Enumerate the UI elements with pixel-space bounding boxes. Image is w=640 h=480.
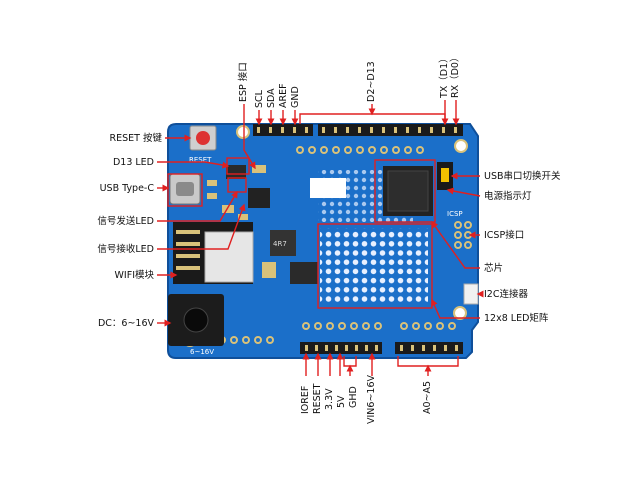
label-ioref: IOREF (300, 385, 311, 414)
bracket-d2-d13 (299, 113, 446, 124)
label-chip: 芯片 (484, 263, 504, 274)
label-reset: RESET 按键 (109, 133, 162, 144)
mount-hole (236, 125, 250, 139)
top-header-right (318, 124, 463, 136)
label-usb-switch: USB串口切换开关 (484, 171, 561, 182)
label-rx-led: 信号接收LED (97, 244, 154, 255)
label-icsp: ICSP接口 (484, 230, 525, 241)
label-ghd: GHD (348, 386, 359, 408)
label-a0-a5: A0~A5 (422, 380, 433, 414)
label-led-matrix: 12x8 LED矩阵 (484, 313, 549, 324)
top-pads (296, 146, 424, 154)
label-gnd: GND (290, 86, 301, 108)
dc-silk: 6~16V (190, 348, 214, 356)
mount-hole (453, 306, 467, 320)
label-dc: DC：6~16V (97, 318, 154, 329)
bottom-header-pins (305, 345, 458, 351)
arrow-tx-led (157, 190, 238, 222)
mount-hole (454, 139, 468, 153)
label-power-led: 电源指示灯 (484, 191, 532, 202)
label-usb-type-c: USB Type-C (99, 183, 154, 194)
label-tx-led: 信号发送LED (97, 216, 154, 227)
label-tx: TX（D1） (439, 53, 450, 98)
reset-silk: RESET (189, 156, 212, 164)
label-3v3: 3.3V (324, 388, 335, 410)
arrow-esp (243, 104, 256, 170)
label-sda: SDA (266, 88, 277, 108)
silk-block (310, 178, 346, 198)
label-esp: ESP 接口 (238, 62, 249, 102)
box-chip (374, 159, 436, 223)
arrow-power-led (446, 187, 481, 197)
arrow-rx-led (157, 203, 246, 250)
i2c-connector (463, 283, 479, 305)
bottom-header-right (395, 342, 463, 354)
icsp-silk: ICSP (447, 210, 463, 218)
reset-button-cap (196, 131, 210, 145)
bottom-header-left (300, 342, 382, 354)
box-matrix (317, 223, 433, 309)
label-scl: SCL (254, 90, 265, 108)
label-aref: AREF (278, 83, 289, 108)
arrow-matrix (431, 298, 480, 319)
inductor-silk: 4R7 (273, 240, 287, 248)
label-rx: RX（D0） (450, 52, 461, 98)
top-header-pins (257, 127, 457, 133)
bottom-pads (302, 322, 456, 330)
label-d13: D13 LED (112, 157, 154, 168)
label-5v: 5V (336, 395, 347, 408)
arrow-d13 (157, 161, 230, 169)
arrow-chip (431, 220, 480, 269)
label-i2c: I2C连接器 (484, 289, 528, 300)
label-d2-d13: D2~D13 (366, 61, 377, 102)
label-vin: VIN6~16V (366, 375, 377, 424)
label-wifi: WIFI模块 (114, 270, 154, 281)
label-reset-pin: RESET (312, 383, 323, 414)
